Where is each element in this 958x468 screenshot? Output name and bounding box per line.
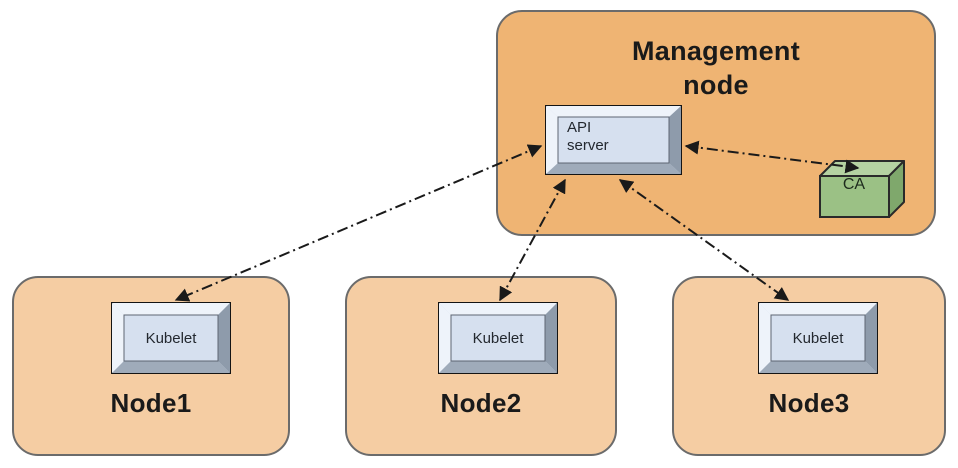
- api-server-bevel-shape: [545, 105, 682, 175]
- ca-cube-shape: [819, 160, 905, 218]
- worker-node-label-1: Node1: [110, 388, 192, 418]
- management-node-label-line-2: node: [683, 70, 749, 100]
- api-server-box[interactable]: API server: [545, 105, 682, 175]
- management-node-label-line-1: Management: [631, 36, 801, 66]
- kubelet-box-3[interactable]: Kubelet: [758, 302, 878, 374]
- worker-node-label-2: Node2: [440, 388, 522, 418]
- kubelet-box-2[interactable]: Kubelet: [438, 302, 558, 374]
- kubelet-bevel-shape-2: [438, 302, 558, 374]
- management-node-label: Management node: [498, 34, 934, 102]
- kubelet-bevel-shape-3: [758, 302, 878, 374]
- worker-node-label-3: Node3: [768, 388, 850, 418]
- ca-box[interactable]: CA: [818, 158, 906, 220]
- kubelet-box-1[interactable]: Kubelet: [111, 302, 231, 374]
- kubelet-bevel-shape-1: [111, 302, 231, 374]
